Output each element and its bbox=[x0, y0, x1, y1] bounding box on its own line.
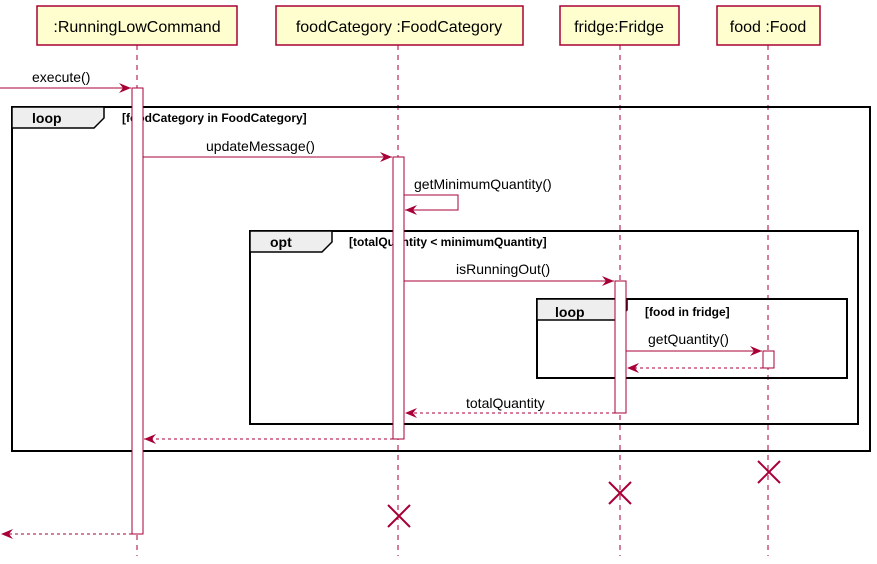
participant-fridge: fridge:Fridge bbox=[559, 5, 680, 46]
fragment-keyword: loop bbox=[32, 110, 62, 126]
activation-fridge bbox=[614, 280, 627, 414]
message-label: execute() bbox=[32, 69, 90, 85]
fragment-guard: [food in fridge] bbox=[645, 305, 730, 319]
activation-food-category bbox=[392, 156, 405, 440]
participant-food: food :Food bbox=[716, 5, 821, 46]
fragment-opt: opt [totalQuantity < minimumQuantity] bbox=[249, 230, 859, 425]
activation-food bbox=[762, 350, 775, 369]
activations bbox=[131, 87, 775, 535]
destroy-food-category-icon bbox=[387, 504, 411, 528]
activation-running-low-command bbox=[131, 87, 144, 535]
message-update-message: updateMessage() bbox=[143, 138, 392, 162]
message-get-minimum-quantity: getMinimumQuantity() bbox=[404, 176, 552, 215]
destroy-food-icon bbox=[757, 460, 781, 484]
participant-label: foodCategory :FoodCategory bbox=[296, 19, 502, 36]
message-label: getQuantity() bbox=[648, 331, 729, 347]
message-label: totalQuantity bbox=[466, 395, 545, 411]
message-get-quantity: getQuantity() bbox=[626, 331, 762, 356]
message-is-running-out: isRunningOut() bbox=[404, 261, 614, 286]
message-label: isRunningOut() bbox=[456, 261, 550, 277]
fragment-keyword: loop bbox=[555, 304, 585, 320]
fragment-guard: [totalQuantity < minimumQuantity] bbox=[349, 235, 547, 249]
participant-label: food :Food bbox=[730, 19, 807, 36]
message-label: updateMessage() bbox=[206, 138, 315, 154]
fragment-keyword: opt bbox=[270, 234, 292, 250]
fragment-guard: [foodCategory in FoodCategory] bbox=[122, 111, 307, 125]
destroy-fridge-icon bbox=[608, 481, 632, 505]
participant-running-low-command: :RunningLowCommand bbox=[36, 5, 238, 46]
participant-food-category: foodCategory :FoodCategory bbox=[275, 5, 524, 46]
participant-label: :RunningLowCommand bbox=[53, 19, 220, 36]
fragment-inner-loop: loop [food in fridge] bbox=[536, 298, 848, 379]
message-execute: execute() bbox=[0, 69, 131, 93]
participant-label: fridge:Fridge bbox=[574, 19, 664, 36]
fragment-outer-loop: loop [foodCategory in FoodCategory] bbox=[11, 106, 871, 452]
message-label: getMinimumQuantity() bbox=[414, 176, 552, 192]
return-total-quantity: totalQuantity bbox=[405, 395, 615, 418]
